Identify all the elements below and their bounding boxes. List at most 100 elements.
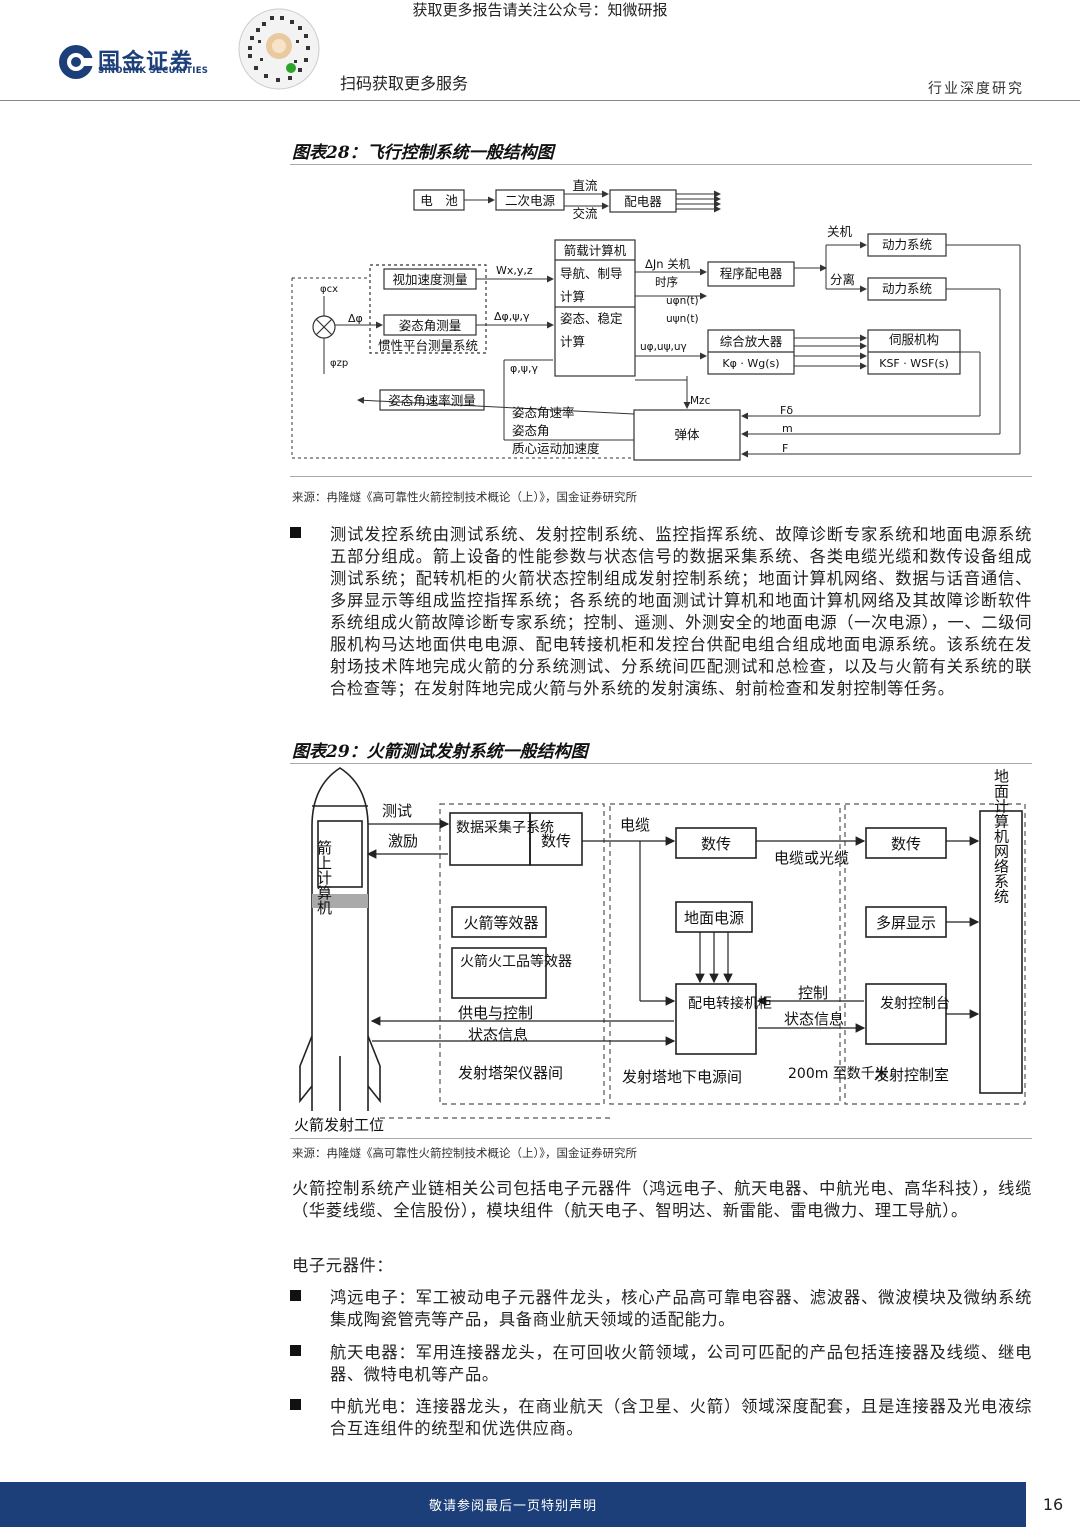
svg-text:姿态角速率测量: 姿态角速率测量	[388, 393, 476, 408]
svg-text:分离: 分离	[830, 272, 855, 287]
svg-text:火箭火工品等效器: 火箭火工品等效器	[460, 953, 572, 970]
svg-text:配电器: 配电器	[624, 194, 662, 209]
figure-29-rule	[290, 763, 1032, 764]
page-number: 16	[1026, 1482, 1080, 1527]
svg-text:uψn(t): uψn(t)	[666, 313, 699, 325]
data-tx-1-box	[529, 812, 583, 866]
svg-text:火箭发射工位: 火箭发射工位	[294, 1116, 384, 1134]
svg-text:状态信息: 状态信息	[468, 1026, 528, 1044]
svg-text:发射控制台: 发射控制台	[880, 996, 950, 1012]
bullet-aerospace-electric: 航天电器：军用连接器龙头，在可回收火箭领域，公司可匹配的产品包括连接器及线缆、继…	[290, 1342, 1032, 1388]
sinolink-logo-icon	[59, 45, 93, 79]
svg-text:质心运动加速度: 质心运动加速度	[512, 441, 600, 456]
svg-text:姿态、稳定: 姿态、稳定	[560, 311, 623, 326]
svg-text:φcx: φcx	[320, 284, 338, 295]
top-banner: 获取更多报告请关注公众号：知微研报	[412, 1, 668, 19]
svg-text:配电转接机柜: 配电转接机柜	[688, 995, 772, 1012]
svg-text:KSF · WSF(s): KSF · WSF(s)	[879, 357, 949, 370]
svg-text:动力系统: 动力系统	[882, 237, 932, 252]
onboard-computer-box	[554, 239, 636, 377]
header-divider	[0, 100, 1080, 101]
svg-text:控制: 控制	[798, 984, 828, 1002]
bullet-hongyuan: 鸿远电子：军工被动电子元器件龙头，核心产品高可靠电容器、滤波器、微波模块及微纳系…	[290, 1287, 1032, 1333]
svg-text:Fδ: Fδ	[780, 404, 793, 417]
svg-text:φ,ψ,γ: φ,ψ,γ	[510, 362, 539, 375]
svg-text:动力系统: 动力系统	[882, 281, 932, 296]
svg-text:供电与控制: 供电与控制	[458, 1004, 533, 1022]
svg-text:程序配电器: 程序配电器	[720, 266, 783, 281]
svg-text:惯性平台测量系统: 惯性平台测量系统	[378, 338, 478, 353]
svg-text:F: F	[782, 442, 788, 455]
ground-network-box	[979, 810, 1023, 1094]
rocket-test-launch-diagram: 箭上计算机 测试 激励 数据采集子系统 数传 电缆 数传 电缆或光缆 数传 火箭…	[294, 767, 1026, 1134]
bullet-square-icon	[290, 1290, 301, 1301]
svg-text:导航、制导: 导航、制导	[560, 266, 623, 281]
svg-text:视加速度测量: 视加速度测量	[392, 272, 467, 287]
svg-text:电 池: 电 池	[420, 193, 458, 208]
svg-text:地面计算机网络系统: 地面计算机网络系统	[992, 769, 1010, 905]
figure-29-source: 来源：冉隆燧《高可靠性火箭控制技术概论（上）》，国金证券研究所	[292, 1146, 637, 1160]
svg-text:发射塔架仪器间: 发射塔架仪器间	[458, 1064, 563, 1082]
svg-text:综合放大器: 综合放大器	[720, 334, 783, 349]
secondary-power-box	[495, 189, 565, 211]
svg-text:姿态角测量: 姿态角测量	[399, 318, 462, 333]
rocket-body	[311, 767, 369, 1111]
distribution-cabinet-box	[675, 983, 757, 1055]
paragraph-industry-chain: 火箭控制系统产业链相关公司包括电子元器件（鸿远电子、航天电器、中航光电、高华科技…	[292, 1179, 1032, 1220]
footer-notice[interactable]: 敬请参阅最后一页特别声明	[428, 1499, 597, 1514]
svg-text:uφn(t): uφn(t)	[666, 295, 699, 307]
svg-text:交流: 交流	[572, 206, 598, 221]
svg-text:电缆: 电缆	[620, 816, 650, 834]
rocket-equiv-box	[451, 906, 547, 938]
svg-text:Kφ · Wg(s): Kφ · Wg(s)	[722, 357, 779, 370]
svg-text:关机: 关机	[827, 224, 853, 239]
svg-text:数据采集子系统: 数据采集子系统	[456, 819, 554, 836]
bullet-avic-optoelectronics: 中航光电：连接器龙头，在商业航天（含卫星、火箭）领域深度配套，且是连接器及光电液…	[290, 1396, 1032, 1442]
bullet-square-icon	[290, 1399, 301, 1410]
svg-text:发射控制室: 发射控制室	[874, 1066, 949, 1084]
section-tag: 行业深度研究	[928, 81, 1024, 97]
pyro-equiv-box	[451, 947, 547, 999]
svg-text:计算: 计算	[560, 334, 585, 349]
program-distributor-box	[707, 261, 795, 287]
svg-text:uφ,uψ,uγ: uφ,uψ,uγ	[640, 341, 687, 353]
attitude-rate-box	[379, 389, 485, 411]
figure-28-title: 图表28：飞行控制系统一般结构图	[292, 143, 554, 163]
data-tx-3-box	[865, 827, 947, 859]
svg-text:直流: 直流	[572, 178, 598, 193]
logo-text-en: SINOLINK SECURITIES	[98, 66, 209, 76]
figure-28-rule	[290, 164, 1032, 165]
figure-28-bottom-rule	[290, 476, 1032, 477]
svg-text:Wx,y,z: Wx,y,z	[496, 264, 533, 277]
svg-text:计算: 计算	[560, 289, 585, 304]
svg-text:火箭等效器: 火箭等效器	[463, 914, 538, 932]
svg-text:数传: 数传	[541, 832, 571, 850]
qr-code-icon[interactable]	[236, 6, 322, 92]
svg-text:状态信息: 状态信息	[784, 1010, 844, 1028]
svg-text:φzp: φzp	[330, 358, 348, 369]
svg-text:二次电源: 二次电源	[505, 193, 556, 208]
data-tx-2-box	[675, 827, 757, 859]
svg-text:姿态角: 姿态角	[512, 423, 550, 438]
footer-bar	[0, 1482, 1080, 1527]
figure-29-title: 图表29：火箭测试发射系统一般结构图	[292, 742, 588, 762]
svg-text:ΔJn 关机: ΔJn 关机	[645, 257, 691, 271]
svg-text:数传: 数传	[891, 835, 921, 853]
svg-text:姿态角速率: 姿态角速率	[512, 405, 575, 420]
svg-text:箭载计算机: 箭载计算机	[564, 243, 627, 258]
logo-text-cn: 国金证券	[98, 50, 195, 75]
svg-text:Δφ: Δφ	[348, 312, 363, 325]
svg-text:测试: 测试	[382, 802, 412, 820]
svg-text:多屏显示: 多屏显示	[876, 914, 936, 932]
svg-text:时序: 时序	[655, 275, 678, 289]
svg-text:Mzc: Mzc	[690, 395, 711, 407]
bullet-square-icon	[290, 527, 301, 538]
flight-control-diagram: 电 池 二次电源 直流 交流 配电器 箭载计算机 导航、制导 计算 姿态、稳定 …	[291, 178, 1021, 461]
svg-text:伺服机构: 伺服机构	[889, 332, 939, 347]
figure-29-bottom-rule	[290, 1138, 1032, 1139]
bullet-test-launch-system: 测试发控系统由测试系统、发射控制系统、监控指挥系统、故障诊断专家系统和地面电源系…	[290, 524, 1032, 720]
svg-text:弹体: 弹体	[674, 427, 700, 442]
svg-text:Δφ,ψ,γ: Δφ,ψ,γ	[494, 310, 530, 323]
distributor-box	[609, 189, 677, 213]
figure-28-source: 来源：冉隆燧《高可靠性火箭控制技术概论（上）》，国金证券研究所	[292, 490, 637, 504]
